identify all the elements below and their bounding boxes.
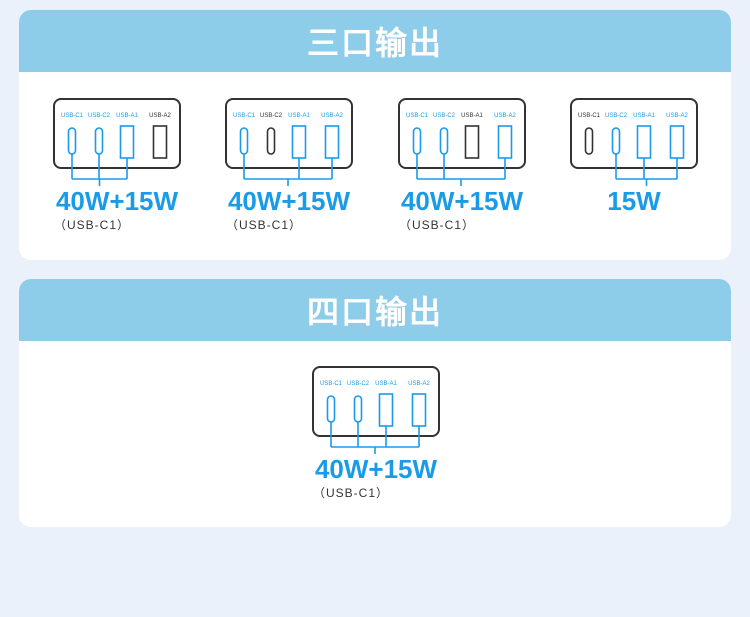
device-diagram: USB-C1 USB-C2 USB-A1 USB-A2 40W+15W （USB-C1） bbox=[204, 98, 374, 232]
port-label: USB-C2 bbox=[347, 381, 370, 387]
port-note: （USB-C1） bbox=[399, 218, 476, 232]
port-label: USB-A2 bbox=[149, 113, 171, 119]
charger-body bbox=[312, 366, 440, 437]
port-label: USB-C2 bbox=[260, 113, 283, 119]
port-note: （USB-C1） bbox=[54, 218, 131, 232]
usb-c-port-icon bbox=[326, 395, 336, 423]
usb-a-port-icon bbox=[669, 125, 685, 159]
three-port-section: 三口输出 USB-C1 USB-C2 USB-A1 USB-A2 40W+15W （USB… bbox=[19, 10, 731, 260]
device-diagram: USB-C1 USB-C2 USB-A1 USB-A2 40W+15W （USB-C1） bbox=[291, 366, 461, 500]
usb-a-port-icon bbox=[464, 125, 480, 159]
charger-body bbox=[225, 98, 353, 169]
port-label: USB-C1 bbox=[61, 113, 84, 119]
port-note: （USB-C1） bbox=[313, 486, 390, 500]
charger-body bbox=[570, 98, 698, 169]
usb-c-port-icon bbox=[611, 127, 621, 155]
port-label: USB-A1 bbox=[288, 113, 310, 119]
output-wattage: 15W bbox=[607, 186, 661, 216]
port-note: （USB-C1） bbox=[226, 218, 303, 232]
usb-a-port-icon bbox=[411, 393, 427, 427]
port-label: USB-A1 bbox=[461, 113, 483, 119]
port-label: USB-A1 bbox=[633, 113, 655, 119]
port-label: USB-C2 bbox=[433, 113, 456, 119]
four-port-section: 四口输出 USB-C1 USB-C2 USB-A1 USB-A2 40W+15W （USB… bbox=[19, 279, 731, 527]
usb-c-port-icon bbox=[94, 127, 104, 155]
output-wattage: 40W+15W bbox=[55, 186, 179, 216]
usb-a-port-icon bbox=[119, 125, 135, 159]
usb-c-port-icon bbox=[67, 127, 77, 155]
port-label: USB-A2 bbox=[321, 113, 343, 119]
port-label: USB-A1 bbox=[375, 381, 397, 387]
port-label: USB-A2 bbox=[494, 113, 516, 119]
device-diagram: USB-C1 USB-C2 USB-A1 USB-A2 15W bbox=[549, 98, 719, 216]
usb-c-port-icon bbox=[439, 127, 449, 155]
section-title: 四口输出 bbox=[19, 279, 731, 341]
section-title: 三口输出 bbox=[19, 10, 731, 72]
usb-c-port-icon bbox=[412, 127, 422, 155]
port-label: USB-A2 bbox=[666, 113, 688, 119]
port-label: USB-A1 bbox=[116, 113, 138, 119]
usb-a-port-icon bbox=[324, 125, 340, 159]
usb-c-port-icon bbox=[584, 127, 594, 155]
output-wattage: 40W+15W bbox=[400, 186, 524, 216]
port-label: USB-C1 bbox=[233, 113, 256, 119]
device-diagram: USB-C1 USB-C2 USB-A1 USB-A2 40W+15W （USB-C1） bbox=[32, 98, 202, 232]
output-wattage: 40W+15W bbox=[314, 454, 438, 484]
usb-a-port-icon bbox=[152, 125, 168, 159]
usb-c-port-icon bbox=[353, 395, 363, 423]
charger-body bbox=[398, 98, 526, 169]
usb-a-port-icon bbox=[378, 393, 394, 427]
usb-c-port-icon bbox=[239, 127, 249, 155]
usb-a-port-icon bbox=[636, 125, 652, 159]
port-label: USB-C1 bbox=[320, 381, 343, 387]
charger-body bbox=[53, 98, 181, 169]
port-label: USB-C1 bbox=[578, 113, 601, 119]
port-label: USB-A2 bbox=[408, 381, 430, 387]
port-label: USB-C2 bbox=[88, 113, 111, 119]
usb-c-port-icon bbox=[266, 127, 276, 155]
port-label: USB-C1 bbox=[406, 113, 429, 119]
port-label: USB-C2 bbox=[605, 113, 628, 119]
output-wattage: 40W+15W bbox=[227, 186, 351, 216]
usb-a-port-icon bbox=[497, 125, 513, 159]
device-diagram: USB-C1 USB-C2 USB-A1 USB-A2 40W+15W （USB-C1） bbox=[377, 98, 547, 232]
usb-a-port-icon bbox=[291, 125, 307, 159]
